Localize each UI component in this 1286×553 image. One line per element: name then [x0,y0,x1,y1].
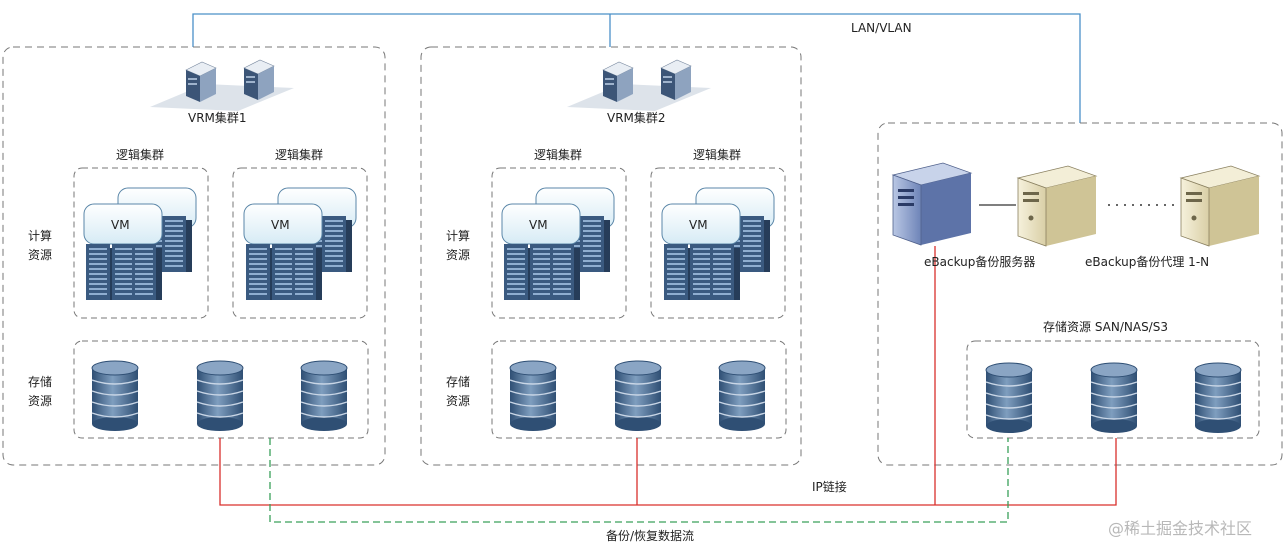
ip-link [219,438,1117,506]
vrm-cluster-label: VRM集群2 [607,111,666,125]
storage-disk-icon [614,360,662,432]
vm-label: VM [689,218,708,232]
logical-cluster-box [650,167,786,319]
storage-disk-icon [1194,362,1242,434]
storage-resource-label: 存储 资源 [446,373,476,411]
compute-label-line: 计算 [446,229,471,243]
watermark: @稀土掘金技术社区 [1108,519,1253,538]
vm-label: VM [111,218,130,232]
logical-cluster-box [491,167,627,319]
storage-label-line: 存储 [446,375,471,389]
vrm-server-icon [602,61,634,103]
storage-disk-icon [1090,362,1138,434]
ebackup-proxy-icon [1016,165,1098,247]
storage-disk-icon [91,360,139,432]
storage-disk-icon [718,360,766,432]
ip-link-label: IP链接 [812,480,847,494]
storage-box [491,340,787,439]
compute-resource-label: 计算 资源 [446,227,476,265]
vrm-cluster-label: VRM集群1 [188,111,247,125]
logical-cluster-box [73,167,209,319]
backup-flow-label: 备份/恢复数据流 [606,529,695,543]
logical-cluster-label: 逻辑集群 [275,148,324,162]
logical-cluster-box [232,167,368,319]
backup-site-box [877,122,1283,466]
storage-resource-label: 存储 资源 [28,373,58,411]
compute-resource-label: 计算 资源 [28,227,58,265]
compute-label-line: 资源 [446,248,471,262]
lan-label: LAN/VLAN [851,21,912,35]
vrm-server-icon [185,61,217,103]
storage-disk-icon [196,360,244,432]
vrm-server-icon [660,59,692,101]
compute-label-line: 资源 [28,248,53,262]
site-1-box [2,46,386,466]
storage-label-line: 存储 [28,375,53,389]
logical-cluster-label: 逻辑集群 [116,148,165,162]
storage-label-line: 资源 [28,394,53,408]
logical-cluster-label: 逻辑集群 [534,148,583,162]
logical-cluster-label: 逻辑集群 [693,148,742,162]
ebackup-server-label: eBackup备份服务器 [924,255,1036,269]
storage-box [73,340,369,439]
storage-label-line: 资源 [446,394,471,408]
backup-storage-label: 存储资源 SAN/NAS/S3 [1043,320,1168,334]
storage-disk-icon [509,360,557,432]
compute-cluster [661,187,775,300]
compute-cluster [243,187,357,300]
ebackup-proxy-label: eBackup备份代理 1-N [1085,255,1210,269]
compute-cluster [83,187,197,300]
storage-disk-icon [300,360,348,432]
ebackup-server-icon [891,162,973,246]
storage-box [966,340,1260,439]
compute-label-line: 计算 [28,229,53,243]
site-2-box [420,46,802,466]
vrm-server-icon [243,59,275,101]
vm-label: VM [271,218,290,232]
ebackup-proxy-icon [1179,165,1261,247]
backup-data-flow [269,438,1009,523]
compute-cluster [501,187,615,300]
storage-disk-icon [985,362,1033,434]
vm-label: VM [529,218,548,232]
lan-link [192,13,1081,123]
